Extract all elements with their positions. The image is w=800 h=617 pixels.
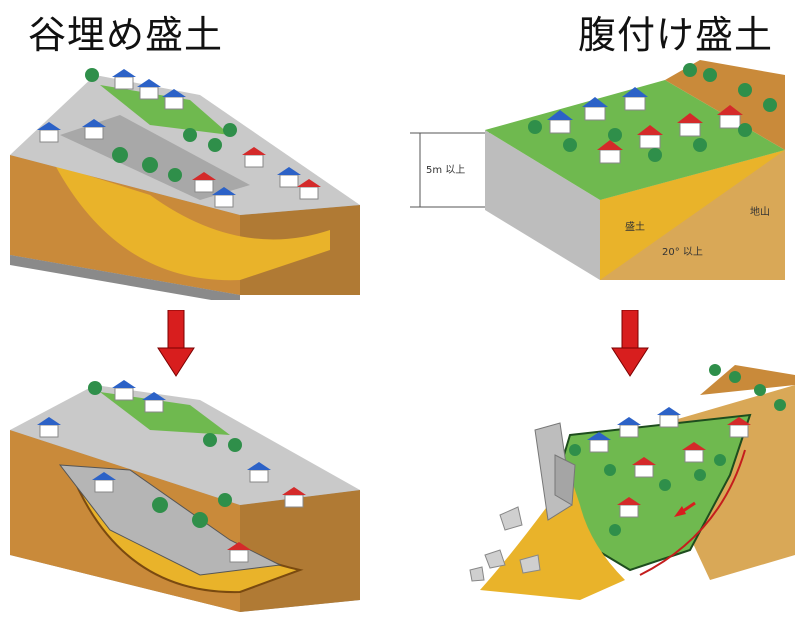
fill-label: 盛土 — [625, 220, 645, 233]
base-slab — [10, 255, 240, 300]
retaining-wall-front — [485, 130, 600, 280]
subsided-area — [58, 464, 282, 576]
valley-fill-before-diagram — [10, 68, 360, 300]
sidehill-fill-after-diagram — [469, 364, 795, 600]
ground-slope-top — [665, 60, 785, 150]
houses-blue-roof — [37, 380, 271, 493]
valley-fill-soil — [55, 165, 330, 281]
sidehill-fill-before-diagram: 5m 以上 盛土 地山 20° 以上 — [410, 60, 785, 280]
down-arrow-icon — [157, 310, 195, 377]
angle-label: 20° 以上 — [662, 246, 703, 258]
sidehill-fill-title: 腹付け盛土 — [578, 13, 774, 57]
park-lawn — [100, 392, 230, 435]
houses-blue-roof — [587, 407, 681, 453]
houses-blue-roof — [547, 87, 648, 134]
houses-blue-roof — [37, 69, 301, 208]
broken-wall-fragment — [554, 454, 576, 506]
fill-soil-wedge — [600, 150, 785, 280]
ground-slope-top — [700, 365, 795, 395]
height-label: 5m 以上 — [426, 164, 465, 176]
trees — [528, 63, 777, 162]
slip-surface-line — [639, 449, 746, 576]
trees — [88, 381, 242, 528]
slide-direction-arrow-icon — [674, 501, 696, 517]
trees — [569, 364, 786, 536]
debris-rocks — [469, 506, 541, 582]
trees — [85, 68, 237, 182]
ground-soil-side — [240, 490, 360, 612]
ground-label: 地山 — [750, 205, 770, 218]
debris-flow — [480, 475, 625, 600]
houses-red-roof — [227, 487, 306, 563]
valley-fill-after-diagram — [10, 380, 360, 612]
park-lawn — [100, 85, 230, 135]
houses-red-roof — [597, 105, 743, 164]
houses-red-roof — [192, 147, 321, 200]
top-surface — [10, 385, 360, 505]
valley-fill-title: 谷埋め盛土 — [28, 13, 224, 57]
top-surface — [10, 75, 360, 215]
houses-red-roof — [617, 417, 751, 518]
down-arrow-icon — [611, 310, 649, 377]
